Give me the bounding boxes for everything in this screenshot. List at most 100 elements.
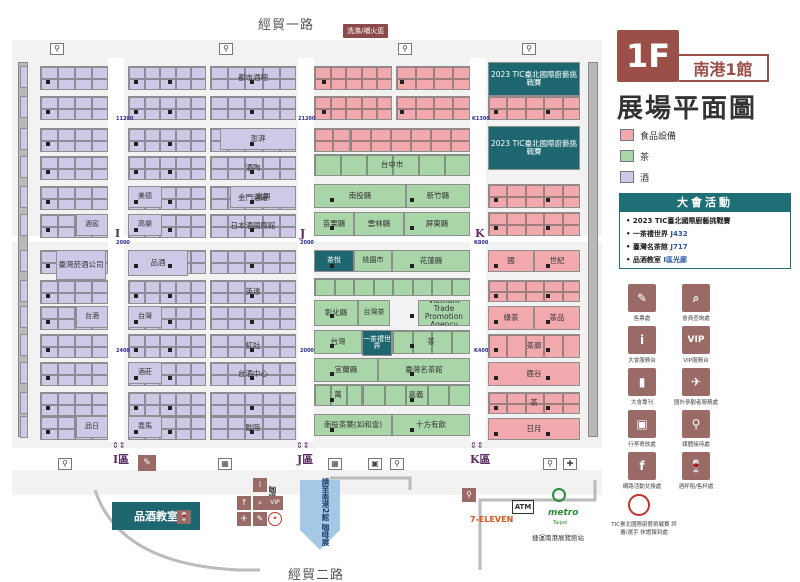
shuttle-sign: 請至南港2館 咖啡展: [321, 478, 330, 546]
zone-label-j: J: [300, 227, 306, 240]
zone-bottom-j: J區: [297, 453, 314, 466]
booth: 茶品: [534, 306, 580, 330]
booth-name: Vietnam Trade Promotion Agency: [424, 300, 464, 326]
booth-name: 台酒: [85, 312, 99, 321]
booth-marker: [250, 142, 254, 146]
tic-logo-icon: ✦: [268, 512, 282, 526]
page-title: 展場平面圖: [617, 94, 758, 124]
zone-bottom-k: K區: [470, 453, 491, 466]
booth-marker: [410, 226, 414, 230]
booth: [210, 250, 296, 274]
booth-marker: [546, 110, 550, 114]
zone-num: 21200: [298, 116, 316, 122]
booth: 雲林縣: [354, 212, 404, 236]
booth: [20, 214, 28, 236]
metro-station: 捷運南港展覽館站: [532, 534, 584, 542]
booth: [210, 306, 296, 330]
booth-marker: [250, 406, 254, 410]
booth-name: 台中市: [380, 160, 404, 170]
booth: [40, 280, 108, 304]
booth-marker: [250, 264, 254, 268]
booth-marker: [250, 348, 254, 352]
booth-marker: [494, 264, 498, 268]
booth-name: 台灣茶: [363, 308, 385, 317]
booth-name: 茶悅: [327, 256, 341, 265]
booth-marker: [168, 348, 172, 352]
booth-marker: [46, 80, 50, 84]
booth-name: 南投茶葉(如和壹): [323, 420, 383, 430]
toilet-icon: ⚲: [543, 458, 557, 470]
booth-marker: [46, 110, 50, 114]
booth-name: 十方有飲: [416, 420, 446, 430]
booth: 台灣茶: [358, 300, 390, 326]
service-label: VIP服務台: [683, 358, 709, 364]
booth-marker: [400, 110, 404, 114]
search-user-icon: ⌕: [682, 284, 710, 312]
booth-marker: [494, 320, 498, 324]
booth: [20, 186, 28, 208]
booth: [20, 306, 28, 328]
hall-badge: 南港1館: [679, 54, 769, 82]
zone-num: 2000: [116, 240, 130, 246]
airplane-icon: ✈: [237, 512, 251, 526]
booth: 一茶禮世界: [362, 330, 392, 356]
zone-num: 2400: [116, 348, 130, 354]
booth: [396, 96, 470, 120]
booth: [396, 66, 470, 90]
booth-marker: [494, 432, 498, 436]
booth-name: 世紀: [549, 256, 565, 266]
booth: 品酒: [128, 250, 188, 276]
booth-marker: [134, 294, 138, 298]
booth: 英達: [210, 280, 296, 304]
booth: 澎湃: [220, 128, 296, 150]
booth-name: 茶: [530, 398, 538, 408]
booth-marker: [134, 348, 138, 352]
booth-name: 苗栗縣: [322, 219, 346, 229]
booth-name: 品日: [85, 422, 99, 431]
booth-marker: [46, 228, 50, 232]
media-icon: ⚲: [462, 488, 476, 502]
service-label: 大會服務台: [628, 358, 656, 364]
booth-name: 綠茶: [503, 313, 519, 323]
booth: [488, 280, 580, 302]
booth: [20, 362, 28, 384]
zone-num: K800: [474, 240, 489, 246]
booth: [314, 96, 392, 120]
booth: [488, 212, 580, 236]
booth-marker: [134, 200, 138, 204]
ticket-icon: ✎: [253, 512, 267, 526]
booth-marker: [410, 398, 414, 402]
booth: 茶悅: [314, 250, 354, 272]
corridor-bottom: [12, 448, 602, 470]
booth: [128, 280, 206, 304]
booth: 台酒: [76, 306, 108, 328]
booth-name: 南投縣: [348, 191, 372, 201]
booth-marker: [494, 376, 498, 380]
booth: 喬馬: [128, 416, 162, 438]
booth-marker: [134, 264, 138, 268]
booth-marker: [134, 80, 138, 84]
outside-area: [93, 476, 597, 572]
booth-name: 2023 TIC臺北國際廚藝挑戰賽: [490, 70, 577, 87]
booth: 南投茶葉(如和壹): [314, 414, 392, 436]
booth-marker: [494, 110, 498, 114]
booth-marker: [134, 430, 138, 434]
booth-marker: [546, 376, 550, 380]
booth-name: 酒陶: [245, 163, 261, 173]
book-icon: ▮: [628, 368, 656, 396]
floor-badge: 1F: [617, 30, 679, 82]
booth-marker: [250, 294, 254, 298]
service-label: 會員查詢處: [682, 316, 710, 322]
zone-label-k: K: [475, 227, 485, 240]
booth: 彰化縣: [314, 300, 358, 326]
booth-name: 鹿谷: [526, 369, 542, 379]
booth: [20, 334, 28, 356]
booth-marker: [250, 228, 254, 232]
booth: [314, 128, 350, 152]
booth-name: 宜蘭縣: [334, 365, 358, 375]
booth-name: 嘉義: [408, 390, 424, 400]
booth-marker: [134, 320, 138, 324]
service-label: 酒杯租/售杯處: [678, 484, 714, 490]
booth-marker: [250, 376, 254, 380]
booth: 臺灣名茶館: [378, 358, 470, 382]
